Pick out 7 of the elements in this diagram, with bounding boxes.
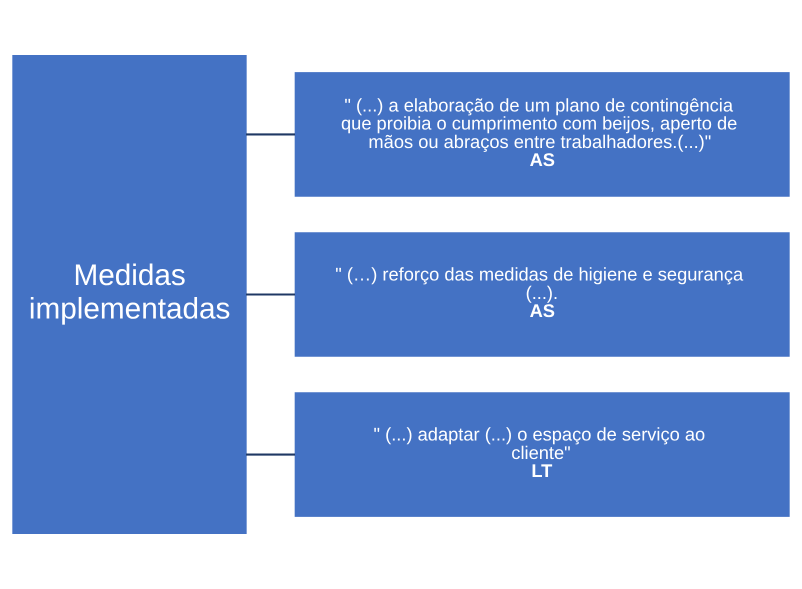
connector — [246, 293, 296, 296]
node-box: " (...) adaptar (...) o espaço de serviço ao cliente" LT — [294, 392, 790, 517]
connector — [246, 133, 296, 136]
node-box: " (…) reforço das medidas de higiene e segurança (...). AS — [294, 232, 790, 357]
connector — [246, 454, 296, 456]
node-box: Medidas implementadas — [12, 55, 247, 534]
node-box: " (...) a elaboração de um plano de contingência que proibia o cumprimento com beijos, aperto de mãos ou abraços entre trabalhadores.(...)" AS — [294, 72, 790, 197]
